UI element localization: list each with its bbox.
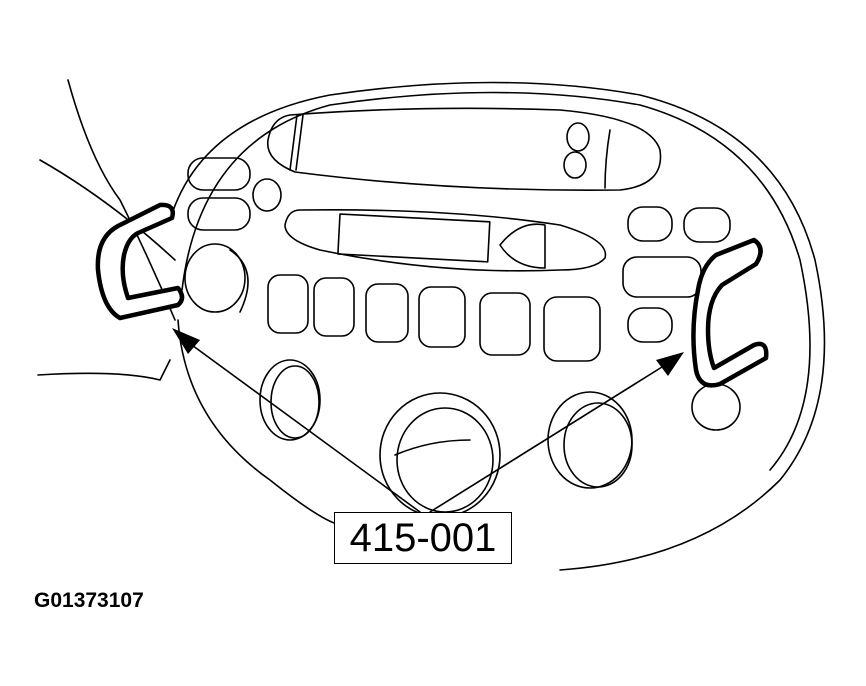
left-removal-tool (95, 202, 185, 321)
arrowhead-right-icon (656, 352, 684, 376)
right-removal-tool (691, 237, 769, 388)
left-buttons (184, 157, 282, 313)
bezel-outline (169, 81, 826, 571)
preset-buttons (267, 274, 601, 362)
right-buttons (622, 206, 741, 431)
cassette-slot (284, 208, 607, 272)
dash-lines (37, 79, 176, 381)
climate-knobs (259, 359, 633, 518)
tool-callout-label: 415-001 (334, 512, 512, 564)
figure-id: G01373107 (34, 589, 144, 612)
arrowhead-left-icon (172, 328, 200, 354)
display-slot (266, 107, 662, 191)
leader-arrows (172, 328, 684, 513)
